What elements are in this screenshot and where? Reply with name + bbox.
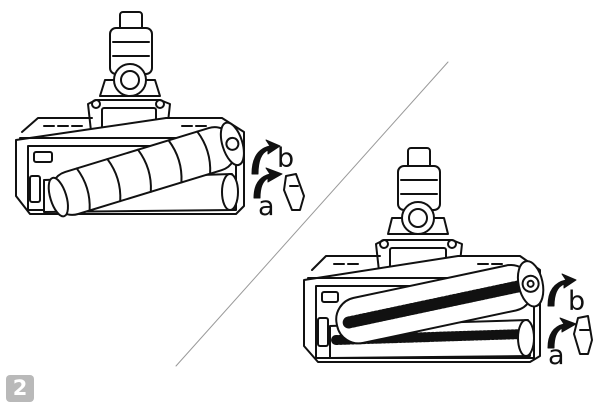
floor-head-left bbox=[15, 11, 305, 218]
label-a-left: a bbox=[258, 191, 275, 222]
step-number-badge: 2 bbox=[6, 375, 34, 402]
divider-line bbox=[175, 61, 449, 367]
label-b-right: b bbox=[568, 286, 586, 317]
label-b-left: b bbox=[277, 143, 295, 174]
floor-head-right bbox=[303, 147, 593, 363]
label-a-right: a bbox=[548, 340, 565, 371]
